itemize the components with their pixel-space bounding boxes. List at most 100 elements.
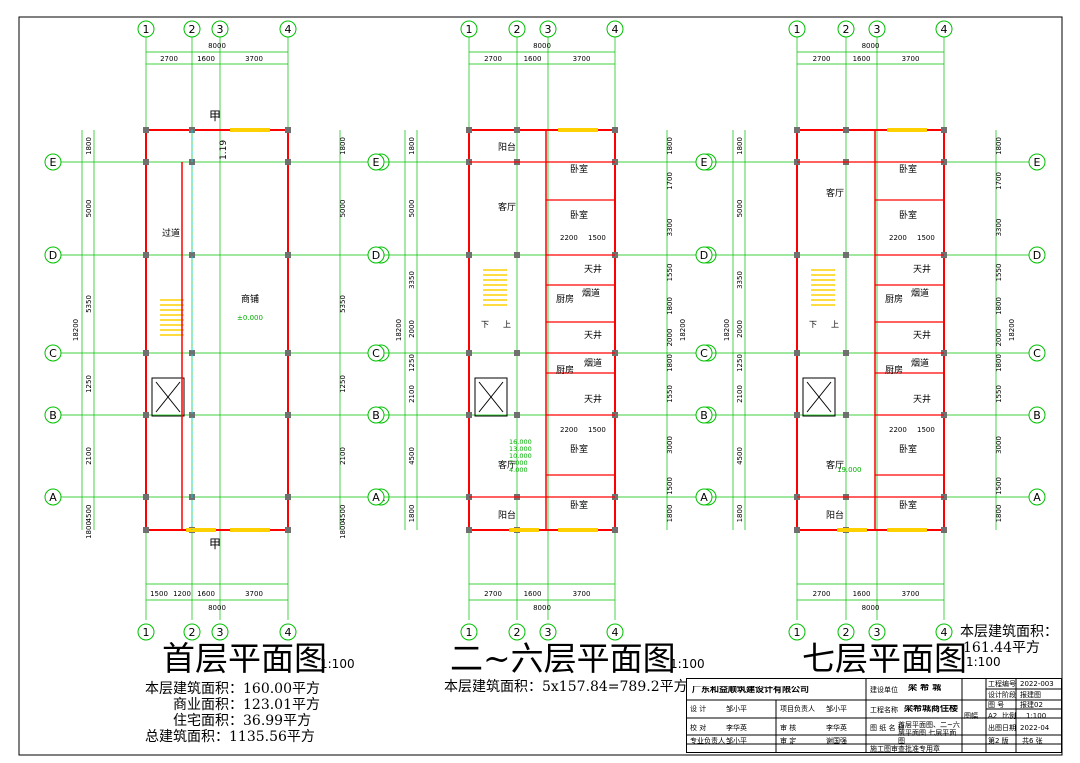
dim-right: 1800 — [995, 137, 1003, 155]
room-label: 烟道 — [582, 287, 600, 299]
dim-right: 1800 — [995, 354, 1003, 372]
axis-bubble-right — [1028, 153, 1046, 171]
column — [189, 350, 195, 356]
sheet-no: 第2 版 — [988, 737, 1009, 745]
axis-bubble-left — [367, 246, 385, 264]
column — [843, 350, 849, 356]
axis-bubble-top — [788, 20, 806, 38]
scale-label: 比例 — [1002, 712, 1016, 720]
elevation-mark: 19.000 — [837, 466, 862, 474]
inner-dim: 2200 — [889, 234, 907, 242]
axis-label-bottom: 3 — [874, 626, 881, 639]
axis-bubble-left — [695, 153, 713, 171]
dim-side: 2100 — [736, 385, 744, 403]
dim-side-total: 18200 — [723, 319, 731, 341]
stage-label: 设计阶段 — [988, 691, 1016, 699]
axis-label-top: 2 — [514, 23, 521, 36]
window — [887, 528, 927, 532]
dim-right: 1800 — [339, 521, 347, 539]
dim-side: 5350 — [85, 295, 93, 313]
axis-label-left: E — [701, 156, 708, 169]
area-line-3: 住宅面积：36.99平方 — [173, 713, 312, 729]
axis-bubble-right — [1028, 246, 1046, 264]
dim-side: 5000 — [736, 200, 744, 218]
axis-bubble-left — [695, 344, 713, 362]
dim-bottom: 3700 — [573, 590, 591, 598]
axis-bubble-top — [606, 20, 624, 38]
room-label: 烟道 — [584, 357, 602, 369]
axis-label-top: 2 — [189, 23, 196, 36]
elevator-cross — [155, 381, 181, 413]
section-mark-top: 甲 — [209, 109, 221, 123]
axis-bubble-left — [44, 488, 62, 506]
dim-right: 1550 — [995, 385, 1003, 403]
axis-bubble-bottom — [279, 623, 297, 641]
axis-label-left: C — [49, 347, 57, 360]
axis-label-bottom: 1 — [794, 626, 801, 639]
area-typical: 本层建筑面积：5x157.84=789.2平方 — [444, 679, 688, 695]
size-label: 图幅 — [964, 712, 978, 720]
role-reviewer: 审 核 — [780, 724, 797, 732]
axis-bubble-bottom — [460, 623, 478, 641]
room-label: 卧室 — [570, 443, 588, 455]
dim-total-bottom: 8000 — [533, 604, 551, 612]
axis-bubble-bottom — [137, 623, 155, 641]
column — [466, 252, 472, 258]
room-label: 天井 — [584, 393, 602, 405]
inner-dim: 1500 — [588, 426, 606, 434]
plan-scale-typical: 1:100 — [670, 657, 705, 671]
inner-dim: 2200 — [560, 234, 578, 242]
dim-right: 4500 — [339, 505, 347, 523]
column — [189, 412, 195, 418]
plan-scale-seventh: 1:100 — [966, 655, 1001, 669]
room-label: 厨房 — [885, 364, 903, 376]
drawing-name: 首层平面图、二~六层平面图 七层平面图 — [898, 721, 960, 745]
axis-label-top: 1 — [466, 23, 473, 36]
dim-total-bottom: 8000 — [208, 604, 226, 612]
builder-label: 建设单位 — [870, 686, 898, 694]
axis-label-top: 4 — [941, 23, 948, 36]
column — [285, 252, 291, 258]
axis-label-bottom: 4 — [612, 626, 619, 639]
column — [941, 127, 947, 133]
elevation-mark: 4.000 — [509, 466, 528, 474]
dim-side: 1800 — [408, 137, 416, 155]
room-label: 阳台 — [498, 141, 516, 153]
window — [558, 128, 598, 132]
axis-bubble-bottom — [606, 623, 624, 641]
dim-right: 1700 — [995, 172, 1003, 190]
axis-bubble-left — [367, 153, 385, 171]
axis-bubble-left — [695, 488, 713, 506]
column — [612, 127, 618, 133]
dim-side: 4500 — [408, 447, 416, 465]
axis-label-left: C — [372, 347, 380, 360]
axis-label-left: B — [372, 409, 380, 422]
name-designer: 邹小平 — [726, 705, 747, 713]
axis-label-left: A — [49, 491, 57, 504]
dim-top: 1600 — [197, 55, 215, 63]
elevator-shaft — [802, 377, 836, 417]
title-block: 广东和益顺筑建设计有限公司 设 计 邹小平 校 对 李华英 专业负责人 邹小平 … — [686, 678, 1062, 753]
column — [941, 527, 947, 533]
name-approver: 谢国强 — [826, 737, 847, 745]
axis-bubble-left — [44, 153, 62, 171]
dim-right: 3000 — [995, 436, 1003, 454]
dim-bottom: 3700 — [245, 590, 263, 598]
dim-bottom: 1600 — [524, 590, 542, 598]
axis-bubble-right — [1028, 488, 1046, 506]
elevation-mark: 10.000 — [509, 452, 532, 460]
column — [514, 350, 520, 356]
dim-side: 2000 — [736, 320, 744, 338]
axis-bubble-top — [460, 20, 478, 38]
column — [466, 412, 472, 418]
column — [514, 252, 520, 258]
room-label: 天井 — [913, 393, 931, 405]
axis-bubble-top — [868, 20, 886, 38]
dim-right: 1500 — [995, 477, 1003, 495]
dim-right: 5350 — [339, 295, 347, 313]
axis-bubble-left — [695, 406, 713, 424]
dim-total-top: 8000 — [533, 42, 551, 50]
column — [285, 127, 291, 133]
axis-label-left: B — [700, 409, 708, 422]
dim-right: 3300 — [666, 219, 674, 237]
